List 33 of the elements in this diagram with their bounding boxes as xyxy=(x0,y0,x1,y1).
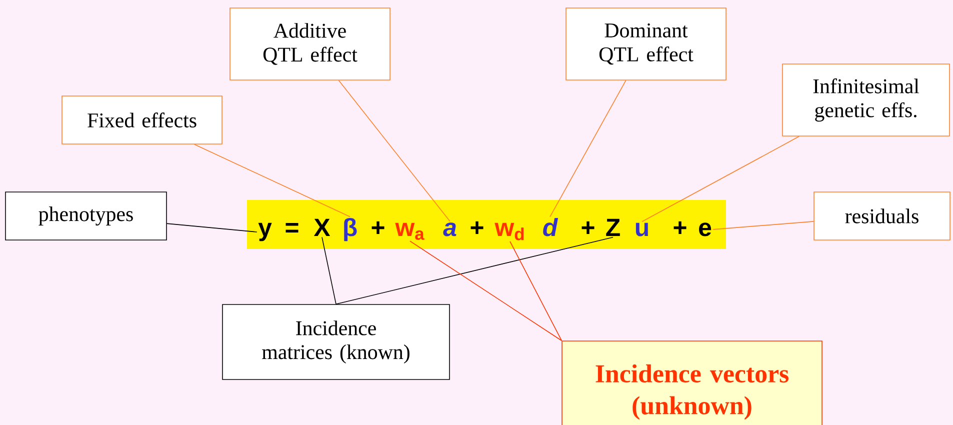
equation-term: X xyxy=(314,218,330,236)
equation-term: β xyxy=(344,218,357,242)
plain-box: phenotypes xyxy=(5,192,167,240)
leader-line xyxy=(642,136,800,222)
leader-line xyxy=(550,80,626,218)
math-operator: = xyxy=(286,223,298,232)
leader-line xyxy=(410,240,562,341)
plain-box: Incidence matrices (known) xyxy=(222,304,450,380)
label-box: Infinitesimal genetic effs. xyxy=(782,64,950,136)
equation-term: w$_{a}$ xyxy=(395,222,424,240)
equation-term: Z xyxy=(606,218,620,236)
equation-term: y xyxy=(258,222,272,242)
math-operator: + xyxy=(372,221,384,234)
math-operator: + xyxy=(582,221,594,234)
leader-line xyxy=(338,80,450,222)
label-box: residuals xyxy=(814,192,950,240)
equation-term: a xyxy=(443,222,456,236)
leader-line xyxy=(336,236,614,304)
label-box: Dominant QTL effect xyxy=(566,8,726,80)
equation-term: u xyxy=(636,222,648,236)
leader-line xyxy=(194,144,350,218)
equation-term: d xyxy=(543,218,558,236)
math-operator: + xyxy=(674,221,686,234)
label-box: Fixed effects xyxy=(62,96,222,144)
leader-line xyxy=(166,223,258,232)
result-box: Incidence vectors (unknown) xyxy=(562,340,822,425)
equation-term: e xyxy=(699,222,712,236)
equation-box xyxy=(247,200,726,249)
math-operator: + xyxy=(470,221,484,234)
leader-line xyxy=(712,221,814,230)
leader-line xyxy=(510,241,562,341)
equation-term: w$_{d}$ xyxy=(494,222,524,240)
label-box: Additive QTL effect xyxy=(230,8,390,80)
